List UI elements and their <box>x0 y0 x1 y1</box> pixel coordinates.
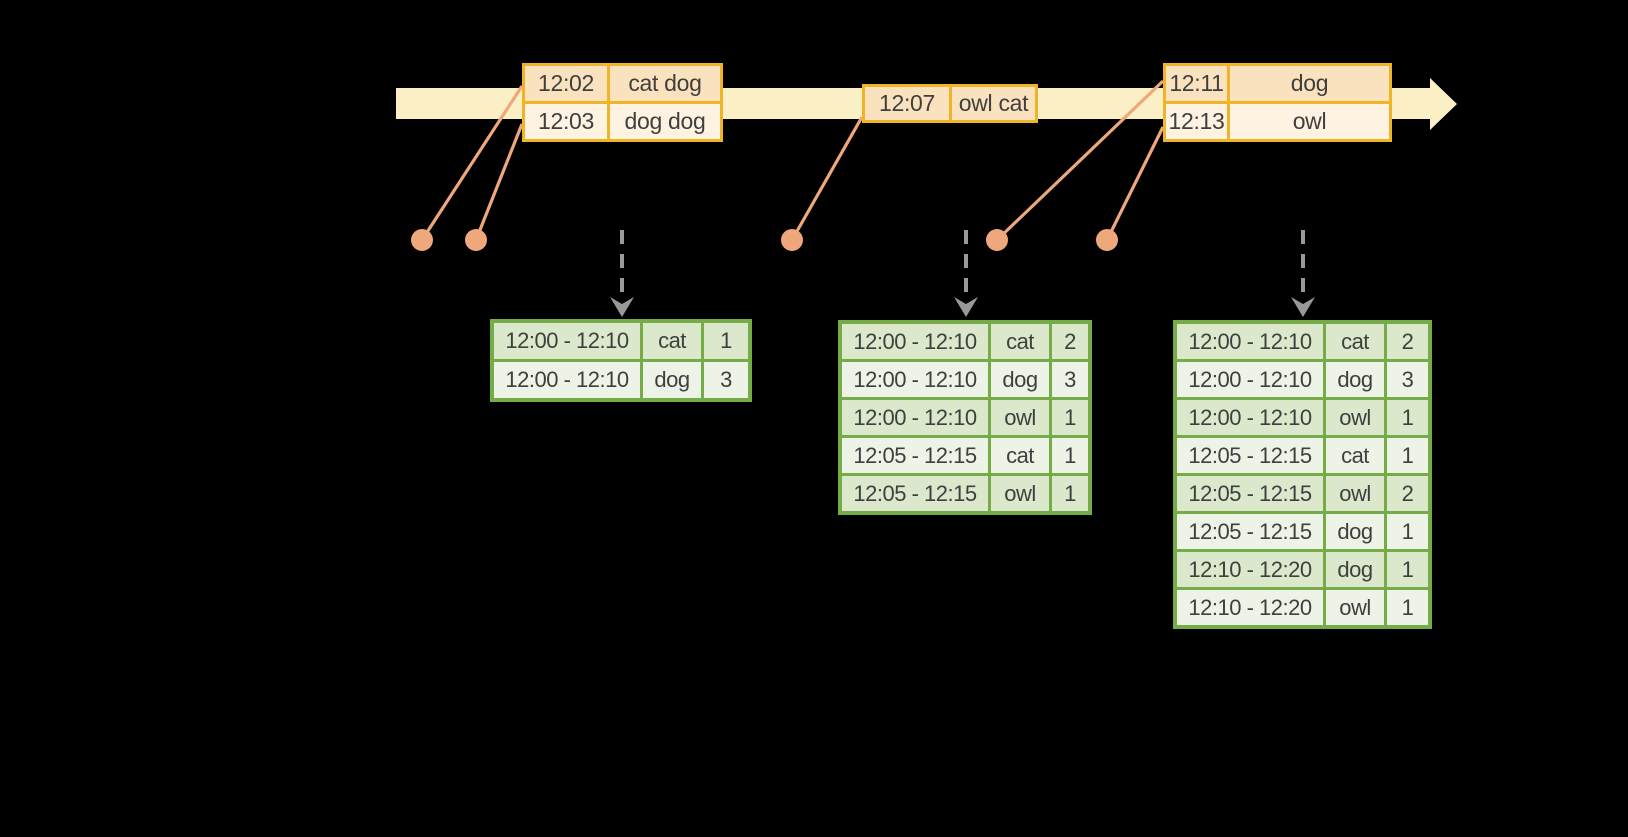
table-row: 12:03 dog dog <box>525 104 720 139</box>
count-cell: 3 <box>704 362 748 398</box>
count-cell: 1 <box>1387 514 1428 549</box>
event-words-cell: cat dog <box>610 66 720 101</box>
connector-line <box>790 116 864 241</box>
window-cell: 12:10 - 12:20 <box>1177 590 1323 625</box>
window-cell: 12:05 - 12:15 <box>842 438 988 473</box>
event-words-cell: dog dog <box>610 104 720 139</box>
event-words-cell: dog <box>1230 66 1389 101</box>
event-time-cell: 12:02 <box>525 66 607 101</box>
table-row: 12:00 - 12:10 owl 1 <box>1177 400 1428 435</box>
connector-line <box>474 123 524 241</box>
window-cell: 12:00 - 12:10 <box>1177 362 1323 397</box>
word-cell: dog <box>643 362 701 398</box>
table-row: 12:13 owl <box>1166 104 1389 139</box>
count-cell: 1 <box>1052 400 1088 435</box>
table-row: 12:02 cat dog <box>525 66 720 101</box>
table-row: 12:00 - 12:10 dog 3 <box>1177 362 1428 397</box>
word-cell: owl <box>1326 590 1384 625</box>
count-cell: 1 <box>1052 438 1088 473</box>
event-marker-dot-icon <box>781 229 803 251</box>
count-cell: 1 <box>704 323 748 359</box>
table-row: 12:00 - 12:10 cat 1 <box>494 323 748 359</box>
count-cell: 3 <box>1052 362 1088 397</box>
word-cell: cat <box>991 438 1049 473</box>
trigger-arrowhead-icon <box>610 297 634 317</box>
event-words-cell: owl cat <box>952 87 1035 120</box>
table-row: 12:10 - 12:20 owl 1 <box>1177 590 1428 625</box>
window-cell: 12:05 - 12:15 <box>1177 438 1323 473</box>
window-cell: 12:00 - 12:10 <box>1177 324 1323 359</box>
window-cell: 12:00 - 12:10 <box>842 324 988 359</box>
table-row: 12:11 dog <box>1166 66 1389 101</box>
count-cell: 2 <box>1052 324 1088 359</box>
count-cell: 2 <box>1387 324 1428 359</box>
event-time-cell: 12:13 <box>1166 104 1227 139</box>
word-cell: owl <box>1326 476 1384 511</box>
word-cell: owl <box>1326 400 1384 435</box>
event-table-1: 12:02 cat dog 12:03 dog dog <box>522 63 723 142</box>
trigger-arrowhead-icon <box>954 297 978 317</box>
word-cell: owl <box>991 400 1049 435</box>
event-table-2: 12:07 owl cat <box>862 84 1038 123</box>
result-table-1: 12:00 - 12:10 cat 1 12:00 - 12:10 dog 3 <box>490 319 752 402</box>
event-words-cell: owl <box>1230 104 1389 139</box>
word-cell: dog <box>1326 514 1384 549</box>
table-row: 12:05 - 12:15 cat 1 <box>842 438 1088 473</box>
word-cell: cat <box>643 323 701 359</box>
table-row: 12:00 - 12:10 dog 3 <box>494 362 748 398</box>
event-time-cell: 12:11 <box>1166 66 1227 101</box>
word-cell: dog <box>991 362 1049 397</box>
table-row: 12:07 owl cat <box>865 87 1035 120</box>
window-cell: 12:05 - 12:15 <box>842 476 988 511</box>
result-table-3: 12:00 - 12:10 cat 2 12:00 - 12:10 dog 3 … <box>1173 320 1432 629</box>
word-cell: cat <box>1326 438 1384 473</box>
count-cell: 1 <box>1387 438 1428 473</box>
table-row: 12:05 - 12:15 owl 1 <box>842 476 1088 511</box>
table-row: 12:00 - 12:10 cat 2 <box>842 324 1088 359</box>
window-cell: 12:00 - 12:10 <box>842 400 988 435</box>
event-marker-dot-icon <box>465 229 487 251</box>
table-row: 12:05 - 12:15 dog 1 <box>1177 514 1428 549</box>
count-cell: 1 <box>1052 476 1088 511</box>
event-marker-dot-icon <box>411 229 433 251</box>
word-cell: owl <box>991 476 1049 511</box>
timeline-arrowhead-icon <box>1430 78 1457 130</box>
table-row: 12:00 - 12:10 dog 3 <box>842 362 1088 397</box>
table-row: 12:10 - 12:20 dog 1 <box>1177 552 1428 587</box>
window-cell: 12:00 - 12:10 <box>1177 400 1323 435</box>
window-cell: 12:00 - 12:10 <box>842 362 988 397</box>
result-table-2: 12:00 - 12:10 cat 2 12:00 - 12:10 dog 3 … <box>838 320 1092 515</box>
word-cell: dog <box>1326 362 1384 397</box>
window-cell: 12:10 - 12:20 <box>1177 552 1323 587</box>
word-cell: cat <box>1326 324 1384 359</box>
event-marker-dot-icon <box>986 229 1008 251</box>
event-marker-dot-icon <box>1096 229 1118 251</box>
table-row: 12:05 - 12:15 cat 1 <box>1177 438 1428 473</box>
event-table-3: 12:11 dog 12:13 owl <box>1163 63 1392 142</box>
table-row: 12:00 - 12:10 cat 2 <box>1177 324 1428 359</box>
table-row: 12:00 - 12:10 owl 1 <box>842 400 1088 435</box>
window-cell: 12:00 - 12:10 <box>494 362 640 398</box>
event-time-cell: 12:07 <box>865 87 949 120</box>
table-row: 12:05 - 12:15 owl 2 <box>1177 476 1428 511</box>
word-cell: cat <box>991 324 1049 359</box>
count-cell: 1 <box>1387 590 1428 625</box>
connector-line <box>1105 126 1165 241</box>
window-cell: 12:05 - 12:15 <box>1177 514 1323 549</box>
count-cell: 3 <box>1387 362 1428 397</box>
word-cell: dog <box>1326 552 1384 587</box>
count-cell: 2 <box>1387 476 1428 511</box>
connector-line <box>420 85 524 241</box>
event-time-cell: 12:03 <box>525 104 607 139</box>
count-cell: 1 <box>1387 400 1428 435</box>
window-cell: 12:00 - 12:10 <box>494 323 640 359</box>
window-cell: 12:05 - 12:15 <box>1177 476 1323 511</box>
trigger-arrowhead-icon <box>1291 297 1315 317</box>
connector-line <box>995 79 1165 242</box>
count-cell: 1 <box>1387 552 1428 587</box>
